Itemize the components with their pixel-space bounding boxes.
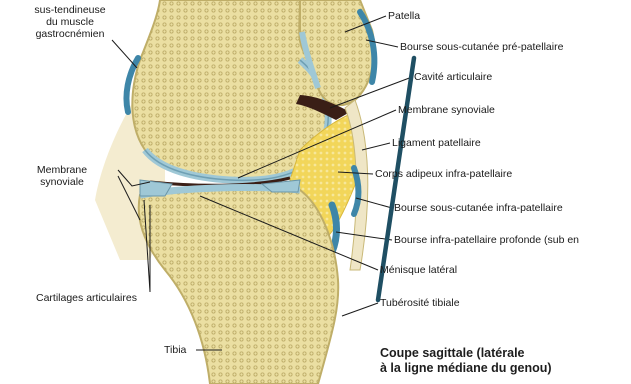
label-gastrocnemius-2: du muscle xyxy=(18,16,122,28)
label-patellar-ligament: Ligament patellaire xyxy=(392,137,481,149)
caption-line-2: à la ligne médiane du genou) xyxy=(380,361,552,376)
leader-tuberosity xyxy=(342,303,378,316)
label-synovial-membrane-right: Membrane synoviale xyxy=(398,104,495,116)
label-subcutaneous-infrapatellar-bursa: Bourse sous-cutanée infra-patellaire xyxy=(394,202,563,214)
label-lateral-meniscus: Ménisque latéral xyxy=(380,264,457,276)
leader-ligament xyxy=(362,143,390,150)
label-deep-infrapatellar-bursa: Bourse infra-patellaire profonde (sub en xyxy=(394,234,579,246)
label-patella: Patella xyxy=(388,10,420,22)
label-tibial-tuberosity: Tubérosité tibiale xyxy=(380,297,460,309)
caption-line-1: Coupe sagittale (latérale xyxy=(380,346,552,361)
leader-gastrocnemius xyxy=(112,40,137,68)
label-synovial-membrane-left-2: synoviale xyxy=(14,176,110,188)
label-infrapatellar-fat-pad: Corps adipeux infra-patellaire xyxy=(375,168,512,180)
label-gastrocnemius-1: sus-tendineuse xyxy=(18,4,122,16)
label-articular-cartilages: Cartilages articulaires xyxy=(36,292,137,304)
label-prepatellar-bursa: Bourse sous-cutanée pré-patellaire xyxy=(400,41,563,53)
label-synovial-membrane-left-1: Membrane xyxy=(14,164,110,176)
label-tibia: Tibia xyxy=(164,344,186,356)
figure-caption: Coupe sagittale (latérale à la ligne méd… xyxy=(380,346,552,376)
subcutaneous-infrapatellar-bursa xyxy=(354,168,359,214)
label-articular-cavity: Cavité articulaire xyxy=(414,71,492,83)
label-gastrocnemius-3: gastrocnémien xyxy=(18,28,122,40)
